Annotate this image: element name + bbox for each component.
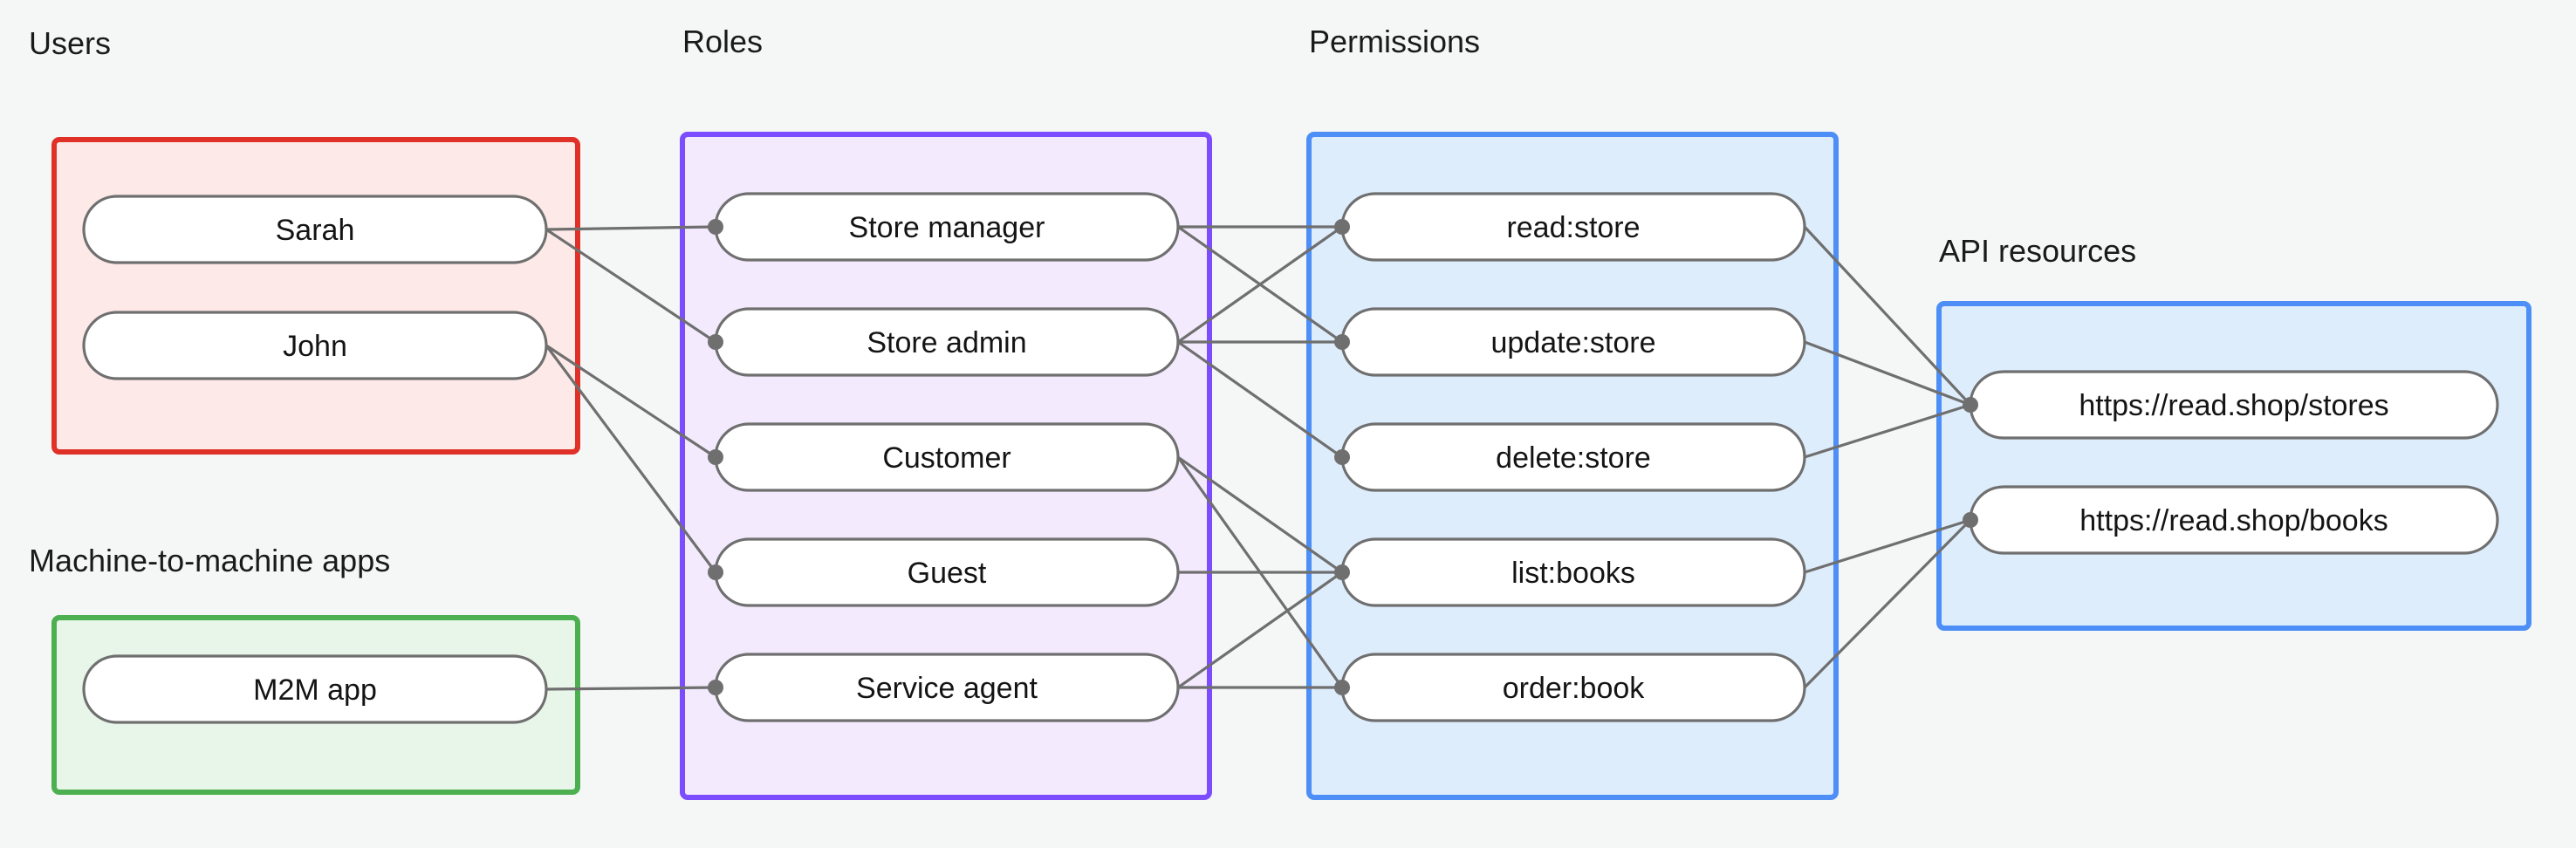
node-deletestore[interactable]: delete:store — [1340, 422, 1806, 492]
edge-orderbook-to-resbooks — [1803, 518, 1972, 689]
node-updatestore[interactable]: update:store — [1340, 307, 1806, 377]
edge-endpoint-listbooks — [1334, 564, 1350, 580]
edge-endpoint-resbooks — [1963, 512, 1978, 528]
edge-sarah-to-storeadmin — [545, 228, 716, 344]
node-storemanager[interactable]: Store manager — [714, 192, 1180, 262]
group-label-users: Users — [29, 25, 111, 61]
node-guest[interactable]: Guest — [714, 537, 1180, 607]
edge-endpoint-readstore — [1334, 219, 1350, 235]
edge-john-to-guest — [545, 345, 717, 573]
node-label-storeadmin: Store admin — [867, 326, 1026, 359]
node-label-sarah: Sarah — [276, 214, 355, 247]
edge-customer-to-listbooks — [1177, 455, 1343, 574]
node-label-resstores: https://read.shop/stores — [2079, 389, 2388, 422]
node-label-updatestore: update:store — [1490, 326, 1655, 359]
edge-serviceagent-to-listbooks — [1177, 571, 1343, 689]
node-readstore[interactable]: read:store — [1340, 192, 1806, 262]
node-serviceagent[interactable]: Service agent — [714, 653, 1180, 722]
edge-endpoint-deletestore — [1334, 449, 1350, 465]
group-label-roles: Roles — [682, 24, 763, 59]
edge-endpoint-resstores — [1963, 397, 1978, 413]
endpoints-layer — [708, 219, 1978, 695]
node-listbooks[interactable]: list:books — [1340, 537, 1806, 607]
node-shape-sarah — [82, 195, 548, 264]
edge-listbooks-to-resbooks — [1804, 518, 1971, 574]
node-m2mapp[interactable]: M2M app — [82, 654, 548, 724]
node-shape-m2mapp — [82, 654, 548, 724]
edges-layer — [545, 225, 1972, 691]
edge-storeadmin-to-readstore — [1177, 225, 1343, 344]
node-resbooks[interactable]: https://read.shop/books — [1969, 485, 2499, 555]
edge-sarah-to-storemanager — [545, 225, 716, 231]
edge-readstore-to-resstores — [1803, 225, 1972, 407]
edge-endpoint-orderbook — [1334, 680, 1350, 695]
node-label-orderbook: order:book — [1503, 672, 1646, 705]
node-resstores[interactable]: https://read.shop/stores — [1969, 370, 2499, 440]
node-label-guest: Guest — [908, 557, 987, 590]
node-label-john: John — [283, 330, 347, 363]
edge-m2mapp-to-serviceagent — [545, 686, 716, 691]
node-label-listbooks: list:books — [1511, 557, 1635, 590]
node-label-m2mapp: M2M app — [253, 674, 377, 707]
edge-endpoint-storeadmin — [708, 334, 723, 350]
edge-storeadmin-to-deletestore — [1177, 340, 1343, 459]
node-label-serviceagent: Service agent — [856, 672, 1038, 705]
node-label-deletestore: delete:store — [1496, 441, 1651, 475]
group-box-users — [51, 137, 580, 455]
node-storeadmin[interactable]: Store admin — [714, 307, 1180, 377]
node-john[interactable]: John — [82, 311, 548, 380]
edge-john-to-customer — [545, 344, 716, 459]
node-label-customer: Customer — [882, 441, 1011, 475]
node-label-resbooks: https://read.shop/books — [2079, 504, 2388, 537]
node-label-readstore: read:store — [1506, 211, 1640, 244]
edge-deletestore-to-resstores — [1804, 403, 1971, 459]
edge-endpoint-updatestore — [1334, 334, 1350, 350]
edge-endpoint-storemanager — [708, 219, 723, 235]
group-label-permissions: Permissions — [1309, 24, 1480, 59]
node-customer[interactable]: Customer — [714, 422, 1180, 492]
group-label-api: API resources — [1939, 233, 2136, 269]
edge-endpoint-serviceagent — [708, 680, 723, 695]
edge-endpoint-customer — [708, 449, 723, 465]
edge-updatestore-to-resstores — [1804, 340, 1971, 407]
node-sarah[interactable]: Sarah — [82, 195, 548, 264]
node-shape-john — [82, 311, 548, 380]
group-box-api — [1936, 301, 2531, 631]
node-orderbook[interactable]: order:book — [1340, 653, 1806, 722]
edge-endpoint-guest — [708, 564, 723, 580]
node-label-storemanager: Store manager — [849, 211, 1045, 244]
group-label-m2m: Machine-to-machine apps — [29, 543, 390, 578]
